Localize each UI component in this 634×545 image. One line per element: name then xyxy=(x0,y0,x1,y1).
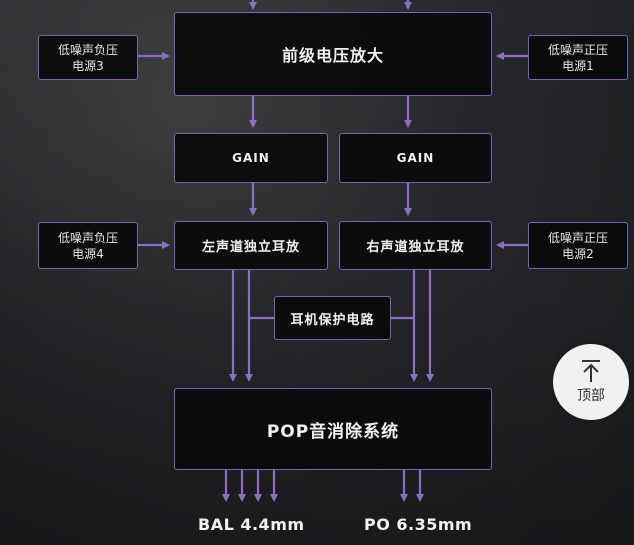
psu2-box: 低噪声正压 电源2 xyxy=(528,222,628,269)
gain-left-label: GAIN xyxy=(232,151,270,165)
psu1-box: 低噪声正压 电源1 xyxy=(528,35,628,80)
back-to-top-label: 顶部 xyxy=(577,388,605,404)
po-output-label: PO 6.35mm xyxy=(364,515,473,534)
arrow-up-icon xyxy=(582,360,600,382)
gain-right-label: GAIN xyxy=(396,151,435,165)
psu4-label: 低噪声负压 电源4 xyxy=(57,230,118,261)
preamp-box: 前级电压放大 xyxy=(174,12,492,96)
back-to-top-button[interactable]: 顶部 xyxy=(553,344,629,420)
psu2-label: 低噪声正压 电源2 xyxy=(547,230,608,261)
amp-right-box: 右声道独立耳放 xyxy=(339,221,492,270)
amp-left-box: 左声道独立耳放 xyxy=(174,221,328,270)
psu1-label: 低噪声正压 电源1 xyxy=(547,42,608,73)
psu3-box: 低噪声负压 电源3 xyxy=(38,35,138,80)
pop-box: POP音消除系统 xyxy=(174,388,492,470)
amp-right-label: 右声道独立耳放 xyxy=(366,240,465,255)
preamp-label: 前级电压放大 xyxy=(281,46,384,65)
amp-left-label: 左声道独立耳放 xyxy=(201,240,300,255)
pop-label: POP音消除系统 xyxy=(266,421,400,442)
psu3-label: 低噪声负压 电源3 xyxy=(57,42,118,73)
gain-right-box: GAIN xyxy=(339,133,492,183)
bal-output-label: BAL 4.4mm xyxy=(198,515,305,534)
gain-left-box: GAIN xyxy=(174,133,328,183)
protect-box: 耳机保护电路 xyxy=(274,296,391,340)
protect-label: 耳机保护电路 xyxy=(290,312,375,328)
psu4-box: 低噪声负压 电源4 xyxy=(38,222,138,269)
